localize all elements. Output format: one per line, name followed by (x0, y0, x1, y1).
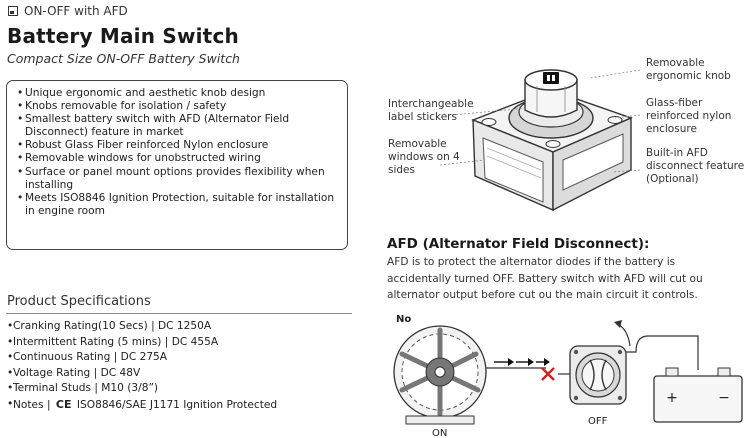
battery-plus: + (666, 390, 678, 406)
feature-item: Smallest battery switch with AFD (Altern… (17, 113, 339, 139)
feature-item: Removable windows for unobstructed wirin… (17, 152, 339, 165)
product-tag-label: ON-OFF with AFD (24, 4, 128, 18)
battery-minus: − (718, 390, 730, 406)
afd-title: AFD (Alternator Field Disconnect): (387, 236, 650, 252)
no-label: No (396, 314, 411, 325)
page-title: Battery Main Switch (7, 24, 239, 48)
alternator-icon (393, 325, 487, 425)
notes-prefix: Notes | (13, 398, 51, 411)
current-arrows-icon (494, 358, 550, 366)
callout-enclosure: Glass-fiber reinforced nylon enclosure (646, 97, 732, 135)
specs-divider (6, 313, 352, 314)
on-label: ON (432, 428, 447, 438)
battery-icon: + − (653, 367, 743, 423)
product-tag: ON-OFF with AFD (8, 4, 128, 18)
spec-item: Terminal Studs | M10 (3/8”) (7, 381, 277, 397)
feature-list-box: Unique ergonomic and aesthetic knob desi… (6, 80, 348, 250)
off-label: OFF (588, 416, 608, 427)
feature-item: Robust Glass Fiber reinforced Nylon encl… (17, 139, 339, 152)
spec-item: Intermittent Rating (5 mins) | DC 455A (7, 335, 277, 351)
feature-item: Meets ISO8846 Ignition Protection, suita… (17, 192, 339, 218)
spec-item: Voltage Rating | DC 48V (7, 366, 277, 382)
battery-switch-illustration (471, 69, 633, 212)
specs-list: Cranking Rating(10 Secs) | DC 1250A Inte… (7, 319, 277, 414)
specs-title: Product Specifications (7, 294, 151, 309)
page-subtitle: Compact Size ON-OFF Battery Switch (7, 51, 240, 66)
feature-item: Unique ergonomic and aesthetic knob desi… (17, 87, 339, 100)
afd-diagram: + − No ON OFF (393, 314, 743, 438)
spec-item: Cranking Rating(10 Secs) | DC 1250A (7, 319, 277, 335)
feature-list: Unique ergonomic and aesthetic knob desi… (17, 87, 339, 218)
switch-icon (569, 345, 627, 405)
afd-description: AFD is to protect the alternator diodes … (387, 256, 703, 301)
notes-text: ISO8846/SAE J1171 Ignition Protected (76, 398, 278, 411)
ce-mark: CE (55, 397, 72, 411)
callout-label-stickers: Interchangeable label stickers (388, 98, 474, 123)
tag-icon (8, 6, 18, 16)
callout-afd: Built-in AFD disconnect feature (Optiona… (646, 147, 745, 185)
feature-item: Surface or panel mount options provides … (17, 166, 339, 192)
feature-item: Knobs removable for isolation / safety (17, 100, 339, 113)
callout-windows: Removable windows on 4 sides (388, 138, 460, 176)
spec-item-notes: Notes | CE ISO8846/SAE J1171 Ignition Pr… (7, 397, 277, 414)
spec-item: Continuous Rating | DC 275A (7, 350, 277, 366)
blocked-x-icon (541, 367, 555, 381)
callout-knob: Removable ergonomic knob (646, 57, 731, 82)
